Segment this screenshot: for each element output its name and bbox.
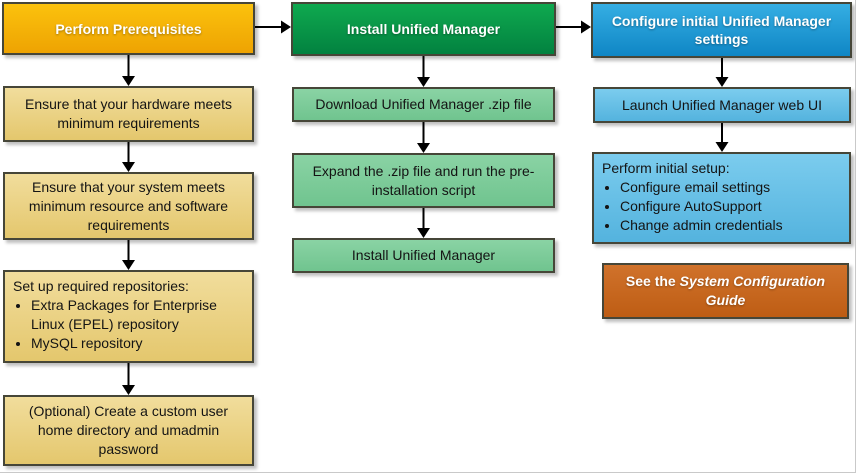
list-item: Configure AutoSupport <box>620 197 783 216</box>
step-hardware-requirements: Ensure that your hardware meets minimum … <box>3 86 254 142</box>
header-configure-initial-settings: Configure initial Unified Manager settin… <box>591 2 852 58</box>
step-launch-web-ui: Launch Unified Manager web UI <box>593 87 851 123</box>
step-perform-initial-setup: Perform initial setup: Configure email s… <box>592 152 851 244</box>
initial-setup-list: Configure email settings Configure AutoS… <box>602 178 783 235</box>
list-item: Change admin credentials <box>620 216 783 235</box>
arrow-down <box>122 240 135 270</box>
header-perform-prerequisites: Perform Prerequisites <box>2 2 255 55</box>
arrow-down <box>122 142 135 172</box>
step-setup-repositories: Set up required repositories: Extra Pack… <box>3 270 254 363</box>
arrow-down <box>715 123 729 152</box>
arrow-right <box>556 20 591 34</box>
step-install-unified-manager: Install Unified Manager <box>292 238 555 273</box>
arrow-down <box>715 58 729 87</box>
arrow-down <box>417 122 430 153</box>
step-setup-repositories-title: Set up required repositories: <box>13 278 189 294</box>
arrow-down <box>417 56 430 87</box>
repositories-list: Extra Packages for Enterprise Linux (EPE… <box>13 296 244 353</box>
arrow-right <box>255 20 291 34</box>
step-download-zip: Download Unified Manager .zip file <box>292 87 555 122</box>
list-item: Extra Packages for Enterprise Linux (EPE… <box>31 296 244 334</box>
list-item: MySQL repository <box>31 334 244 353</box>
arrow-down <box>122 363 135 395</box>
step-optional-home-directory: (Optional) Create a custom user home dir… <box>3 395 254 466</box>
step-perform-initial-setup-title: Perform initial setup: <box>602 160 730 176</box>
list-item: Configure email settings <box>620 178 783 197</box>
arrow-down <box>417 208 430 238</box>
step-expand-zip-run-script: Expand the .zip file and run the pre-ins… <box>292 153 555 208</box>
guide-title-italic: System Configuration Guide <box>679 273 826 308</box>
step-system-requirements: Ensure that your system meets minimum re… <box>3 172 254 240</box>
note-see-configuration-guide: See the System Configuration Guide <box>602 263 849 319</box>
arrow-down <box>122 55 135 86</box>
header-install-unified-manager: Install Unified Manager <box>291 2 556 56</box>
note-text: See the System Configuration Guide <box>625 273 826 308</box>
